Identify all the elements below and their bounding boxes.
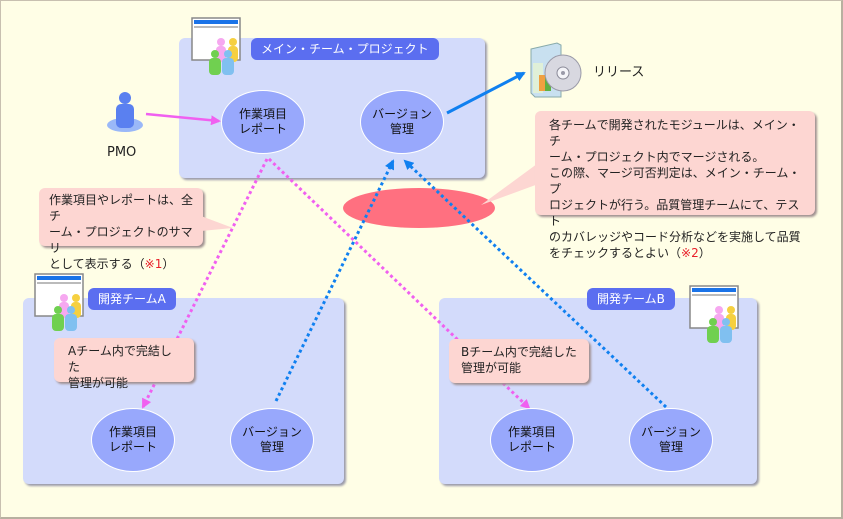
merge-note-line1: 各チームで開発されたモジュールは、メイン・チ — [549, 118, 800, 148]
main-project-label: メイン・チーム・プロジェクト — [251, 38, 439, 60]
merge-note-line4: ロジェクトが行う。品質管理チームにて、テスト — [549, 198, 800, 228]
main-version-control-node[interactable]: バージョン 管理 — [360, 90, 444, 154]
main-version-line1: バージョン — [372, 107, 432, 121]
team-b-note-line2: 管理が可能 — [461, 361, 522, 375]
summary-note-line3: として表示する（ — [49, 257, 145, 271]
summary-note: 作業項目やレポートは、全チ ーム・プロジェクトのサマリ として表示する（※1） — [39, 188, 203, 271]
summary-note-line2: ーム・プロジェクトのサマリ — [49, 225, 193, 255]
team-b-label: 開発チームB — [587, 288, 675, 310]
team-a-label: 開発チームA — [88, 288, 176, 310]
release-package-icon — [530, 42, 582, 98]
summary-note-line1: 作業項目やレポートは、全チ — [49, 193, 194, 223]
team-a-work-items-node[interactable]: 作業項目 レポート — [91, 408, 175, 472]
team-a-version-line2: 管理 — [259, 440, 284, 454]
team-a-version-line1: バージョン — [242, 425, 302, 439]
main-work-items-line2: レポート — [238, 122, 287, 136]
release-label: リリース — [593, 65, 645, 80]
team-a-note: Aチーム内で完結した 管理が可能 — [54, 338, 194, 390]
team-a-window-icon — [34, 273, 84, 331]
main-version-line2: 管理 — [389, 122, 414, 136]
team-b-work-items-line2: レポート — [507, 440, 556, 454]
team-b-window-icon — [689, 285, 739, 343]
main-work-items-line1: 作業項目 — [238, 107, 287, 121]
team-a-work-items-line1: 作業項目 — [108, 425, 157, 439]
merge-note-close: ） — [698, 246, 711, 260]
team-b-work-items-line1: 作業項目 — [507, 425, 556, 439]
team-a-note-line2: 管理が可能 — [68, 376, 129, 390]
team-b-note: Bチーム内で完結した 管理が可能 — [449, 339, 589, 383]
summary-note-close: ） — [162, 257, 175, 271]
pmo-person-icon — [107, 92, 143, 132]
team-b-version-line2: 管理 — [658, 440, 683, 454]
team-b-work-items-node[interactable]: 作業項目 レポート — [490, 408, 574, 472]
merge-note: 各チームで開発されたモジュールは、メイン・チ ーム・プロジェクト内でマージされる… — [535, 111, 815, 260]
main-work-items-node[interactable]: 作業項目 レポート — [221, 90, 305, 154]
merge-highlight — [343, 188, 495, 228]
team-a-note-line1: Aチーム内で完結した — [68, 344, 172, 374]
merge-note-pointer — [481, 161, 541, 205]
team-a-work-items-line2: レポート — [108, 440, 157, 454]
merge-note-line5: のカバレッジやコード分析などを実施して品質 — [549, 230, 801, 244]
merge-note-line6: をチェックするとよい（ — [549, 246, 682, 260]
team-a-version-control-node[interactable]: バージョン 管理 — [230, 408, 314, 472]
summary-note-reference: ※1 — [144, 257, 163, 271]
team-b-version-line1: バージョン — [641, 425, 701, 439]
team-window-icon — [191, 17, 241, 75]
merge-note-line3: この際、マージ可否判定は、メイン・チーム・プ — [549, 166, 801, 196]
summary-note-pointer — [201, 216, 233, 231]
pmo-label: PMO — [107, 145, 137, 160]
team-b-version-control-node[interactable]: バージョン 管理 — [629, 408, 713, 472]
merge-note-reference: ※2 — [681, 246, 699, 260]
merge-note-line2: ーム・プロジェクト内でマージされる。 — [549, 150, 765, 164]
team-b-note-line1: Bチーム内で完結した — [461, 345, 577, 359]
